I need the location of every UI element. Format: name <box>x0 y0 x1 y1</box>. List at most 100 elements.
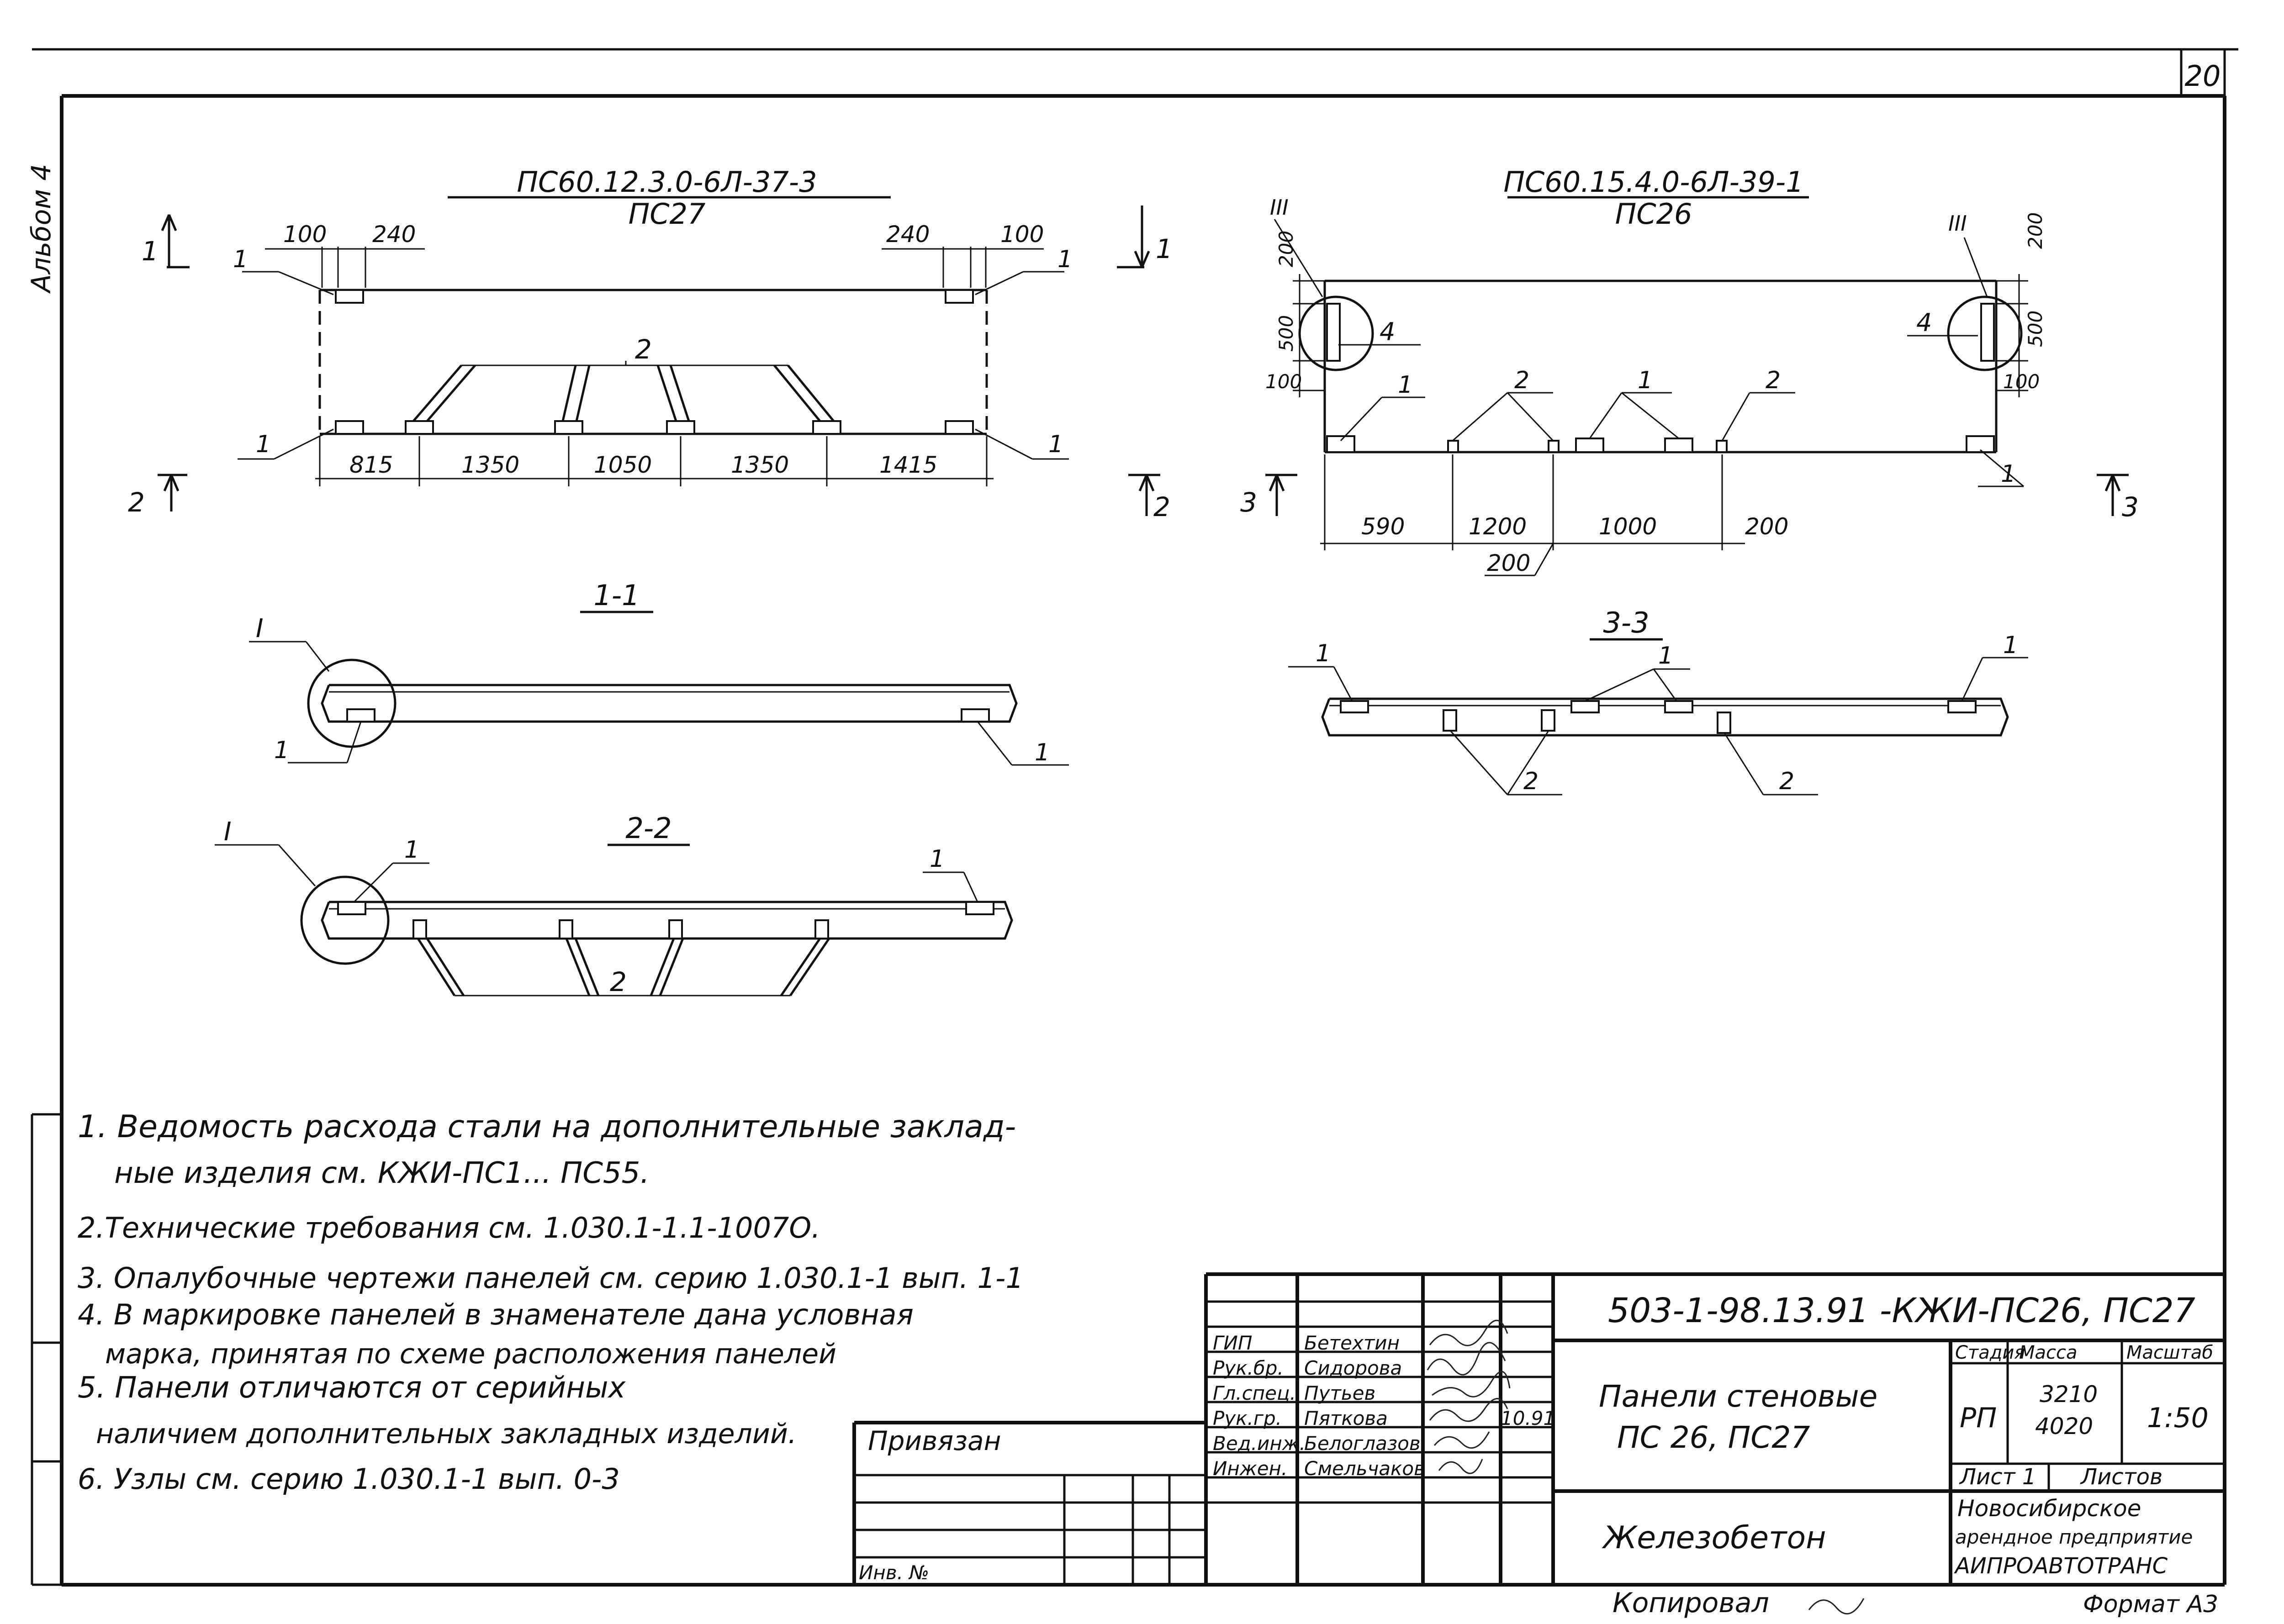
section-3-3-callout-2b: 2 <box>1779 768 1794 795</box>
inventory-label: Инв. № <box>859 1561 929 1584</box>
pc27-dim-bottom-4: 1350 <box>731 452 789 478</box>
pc26-mark: ПС60.15.4.0-6Л-39-1 <box>1503 165 1803 199</box>
role-2: Рук.бр. <box>1213 1357 1284 1379</box>
section-3-3-callout-1b: 1 <box>1658 642 1673 670</box>
section-3-3-callout-1c: 1 <box>2003 632 2018 659</box>
section-3-3-callout-1a: 1 <box>1316 640 1331 667</box>
signatures <box>1427 1319 1511 1474</box>
section-2-2-callout-1a: 1 <box>404 836 419 864</box>
pc27-dim-top-1: 100 <box>283 221 327 248</box>
org-line-3: АИПРОАВТОТРАНС <box>1954 1553 2168 1579</box>
stamp-material: Железобетон <box>1602 1520 1826 1556</box>
bound-label: Привязан <box>868 1425 1001 1456</box>
pc27-cut-2-left: 2 <box>128 487 145 518</box>
pc26-dim-right-2: 500 <box>2024 311 2046 347</box>
pc26-callout-1c: 1 <box>2001 460 2016 488</box>
pc27-callout-1a: 1 <box>233 246 248 273</box>
section-2-2: 2-2 2 I 1 1 <box>215 812 1013 997</box>
note-line-8: наличием дополнительных закладных издели… <box>96 1418 797 1450</box>
scale-label: Масштаб <box>2126 1342 2213 1363</box>
section-2-2-callout-1b: 1 <box>930 845 945 873</box>
pc26-dim-right-1: 200 <box>2024 212 2046 249</box>
pc26-dim-bottom-4: 200 <box>1745 513 1788 540</box>
notes-block: 1. Ведомость расхода стали на дополнител… <box>78 1109 1024 1496</box>
role-1: ГИП <box>1213 1332 1252 1354</box>
note-line-9: 6. Узлы см. серию 1.030.1-1 вып. 0-3 <box>78 1462 620 1496</box>
pc27-cut-2-right: 2 <box>1153 491 1170 522</box>
pc26-callout-2b: 2 <box>1766 367 1781 394</box>
org-line-2: арендное предприятие <box>1955 1526 2193 1548</box>
pc26-cut-3-right: 3 <box>2122 491 2139 522</box>
stamp-title-line-2: ПС 26, ПС27 <box>1617 1420 1810 1455</box>
sheet-frame <box>31 48 2238 1587</box>
section-2-2-title: 2-2 <box>625 812 671 845</box>
pc26-callout-1b: 1 <box>1638 367 1653 394</box>
mass-value-1: 3210 <box>2040 1381 2098 1408</box>
pc27-dim-bottom-1: 815 <box>349 452 393 478</box>
approval-date: 10.91 <box>1501 1407 1555 1429</box>
pc26-dim-bottom-3: 1000 <box>1599 513 1657 540</box>
stage-label: Стадия <box>1955 1342 2025 1363</box>
pc26-callout-2a: 2 <box>1514 367 1529 394</box>
pc27-dim-bottom-2: 1350 <box>461 452 519 478</box>
pc27-callout-1c: 1 <box>256 431 271 458</box>
pc27-dim-top-3: 240 <box>886 221 930 248</box>
pc26-callout-1a: 1 <box>1398 371 1413 399</box>
pc27-dim-top-4: 100 <box>1000 221 1044 248</box>
name-6: Смельчаков <box>1304 1457 1425 1480</box>
pc26-node-right: III <box>1948 211 1967 236</box>
doc-code: 503-1-98.13.91 -КЖИ-ПС26, ПС27 <box>1608 1291 2195 1330</box>
pc26-dim-left-3: 100 <box>1265 370 1302 393</box>
role-4: Рук.гр. <box>1213 1407 1282 1429</box>
pc27-dim-top-2: 240 <box>372 221 416 248</box>
note-line-2: ные изделия см. КЖИ-ПС1... ПС55. <box>114 1156 650 1190</box>
pc26-node-left: III <box>1270 195 1289 220</box>
pc26-dim-bottom-2: 1200 <box>1469 513 1527 540</box>
copied-label: Копировал <box>1613 1587 1769 1619</box>
role-6: Инжен. <box>1213 1457 1287 1480</box>
pc27-cut-1-right: 1 <box>1156 233 1173 264</box>
section-1-1-title: 1-1 <box>593 579 640 612</box>
pc27-cut-1-left: 1 <box>142 236 159 267</box>
role-5: Вед.инж. <box>1213 1432 1306 1455</box>
pc26-dim-right-3: 100 <box>2003 370 2040 393</box>
stage-value: РП <box>1960 1402 1997 1434</box>
pc27-callout-1d: 1 <box>1048 431 1063 458</box>
panel-pc26-elevation: ПС60.15.4.0-6Л-39-1 ПС26 III III 4 4 <box>1240 165 2139 576</box>
pc27-dim-bottom-5: 1415 <box>879 452 937 478</box>
mass-value-2: 4020 <box>2035 1413 2093 1439</box>
note-line-6: марка, принятая по схеме расположения па… <box>105 1338 836 1370</box>
pc26-dim-left-2: 500 <box>1275 315 1297 352</box>
pc27-callout-2: 2 <box>635 334 652 365</box>
pc27-mark: ПС60.12.3.0-6Л-37-3 <box>517 165 817 199</box>
pc27-conditional-mark: ПС27 <box>629 197 706 231</box>
sheet-index: Лист 1 <box>1959 1464 2036 1490</box>
note-line-4: 3. Опалубочные чертежи панелей см. серию… <box>78 1261 1024 1295</box>
pc26-conditional-mark: ПС26 <box>1615 197 1692 231</box>
section-3-3-title: 3-3 <box>1603 606 1649 639</box>
panel-pc27-elevation: ПС60.12.3.0-6Л-37-3 ПС27 2 100 240 <box>128 165 1173 522</box>
pc26-dim-extra: 200 <box>1487 550 1530 576</box>
album-label: Альбом 4 <box>26 164 57 294</box>
section-2-2-callout-2: 2 <box>610 966 627 997</box>
pc26-dim-bottom-1: 590 <box>1361 513 1405 540</box>
format-label: Формат А3 <box>2083 1591 2218 1618</box>
pc26-dim-left-1: 200 <box>1275 231 1297 267</box>
section-3-3-callout-2a: 2 <box>1523 768 1539 795</box>
section-1-1: 1-1 I 1 1 <box>249 579 1069 766</box>
role-3: Гл.спец. <box>1213 1382 1296 1404</box>
pc27-callout-1b: 1 <box>1057 246 1073 273</box>
section-2-2-node: I <box>224 817 232 847</box>
section-3-3: 3-3 1 1 1 2 2 <box>1288 606 2028 796</box>
mass-label: Масса <box>2019 1342 2078 1363</box>
section-1-1-callout-1b: 1 <box>1035 739 1050 766</box>
sheet-number: 20 <box>2185 59 2221 93</box>
scale-value: 1:50 <box>2147 1402 2209 1434</box>
name-2: Сидорова <box>1304 1357 1402 1379</box>
note-line-1: 1. Ведомость расхода стали на дополнител… <box>78 1109 1016 1145</box>
name-5: Белоглазов <box>1304 1432 1421 1455</box>
note-line-3: 2.Технические требования см. 1.030.1-1.1… <box>78 1211 820 1244</box>
pc26-callout-4-right: 4 <box>1916 308 1932 337</box>
copied-signature <box>1808 1598 1865 1615</box>
